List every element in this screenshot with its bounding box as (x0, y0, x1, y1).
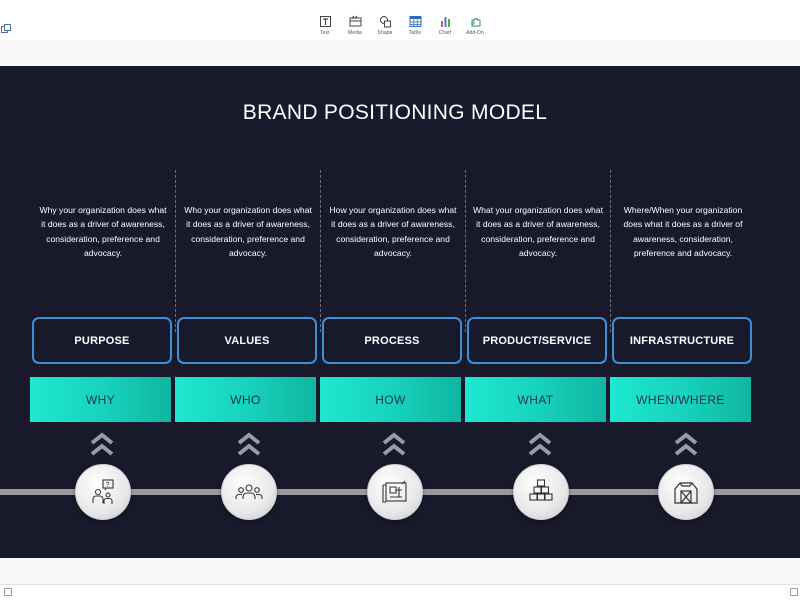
view-icon[interactable] (790, 588, 798, 596)
media-icon (349, 15, 361, 27)
purpose-heading[interactable]: PURPOSE (32, 317, 172, 364)
column-divider (610, 170, 611, 332)
infrastructure-description[interactable]: Where/When your organization does what i… (623, 205, 743, 258)
svg-text:?: ? (106, 482, 110, 489)
slides-panel-icon[interactable] (1, 24, 11, 34)
when-where-box[interactable]: WHEN/WHERE (610, 377, 753, 422)
canvas-margin-bottom (0, 558, 800, 584)
product-service-heading[interactable]: PRODUCT/SERVICE (467, 317, 607, 364)
barn-icon (674, 482, 698, 504)
question-person-icon: ? (92, 479, 114, 504)
why-box[interactable]: WHY (30, 377, 173, 422)
product-service-icon-circle[interactable] (513, 464, 569, 520)
table-tool[interactable]: Table (400, 15, 430, 36)
text-icon (319, 16, 331, 27)
top-toolbar: Text Media Shape Table Chart Add-On (0, 0, 800, 40)
table-tool-label: Table (408, 30, 422, 36)
double-chevron-up-icon (382, 432, 406, 456)
shape-tool-label: Shape (377, 30, 393, 36)
people-group-icon (235, 484, 263, 499)
status-bar (0, 584, 800, 600)
media-tool[interactable]: Media (340, 15, 370, 36)
process-icon-circle[interactable] (367, 464, 423, 520)
double-chevron-up-icon (90, 432, 114, 456)
slide-canvas[interactable]: BRAND POSITIONING MODEL Why your organiz… (0, 66, 800, 558)
slide-title[interactable]: BRAND POSITIONING MODEL (242, 101, 548, 124)
double-chevron-up-icon (237, 432, 261, 456)
boxes-icon (529, 479, 553, 501)
how-box[interactable]: HOW (320, 377, 463, 422)
addon-icon (470, 18, 480, 27)
chart-icon (440, 17, 450, 27)
shape-tool[interactable]: Shape (370, 15, 400, 36)
chart-tool-label: Chart (438, 30, 452, 36)
process-heading[interactable]: PROCESS (322, 317, 462, 364)
addon-tool[interactable]: Add-On (460, 15, 490, 36)
values-heading[interactable]: VALUES (177, 317, 317, 364)
table-icon (409, 16, 421, 27)
product-description[interactable]: What your organization does what it does… (473, 205, 603, 258)
insert-tools: Text Media Shape Table Chart Add-On (310, 15, 490, 36)
process-description[interactable]: How your organization does what it does … (329, 205, 457, 258)
chart-tool[interactable]: Chart (430, 15, 460, 36)
purpose-description[interactable]: Why your organization does what it does … (39, 205, 167, 258)
values-icon-circle[interactable] (221, 464, 277, 520)
infrastructure-heading[interactable]: INFRASTRUCTURE (612, 317, 752, 364)
column-divider (175, 170, 176, 332)
column-divider (465, 170, 466, 332)
column-divider (320, 170, 321, 332)
purpose-icon-circle[interactable]: ? (75, 464, 131, 520)
values-description[interactable]: Who your organization does what it does … (184, 205, 312, 258)
text-tool[interactable]: Text (310, 15, 340, 36)
shape-icon (379, 16, 391, 28)
addon-tool-label: Add-On (466, 30, 484, 36)
who-box[interactable]: WHO (175, 377, 318, 422)
canvas-margin-top (0, 40, 800, 66)
notes-icon[interactable] (4, 588, 12, 596)
infrastructure-icon-circle[interactable] (658, 464, 714, 520)
double-chevron-up-icon (528, 432, 552, 456)
media-tool-label: Media (347, 30, 363, 36)
what-box[interactable]: WHAT (465, 377, 608, 422)
blueprint-icon (382, 480, 407, 503)
text-tool-label: Text (320, 30, 330, 36)
double-chevron-up-icon (674, 432, 698, 456)
